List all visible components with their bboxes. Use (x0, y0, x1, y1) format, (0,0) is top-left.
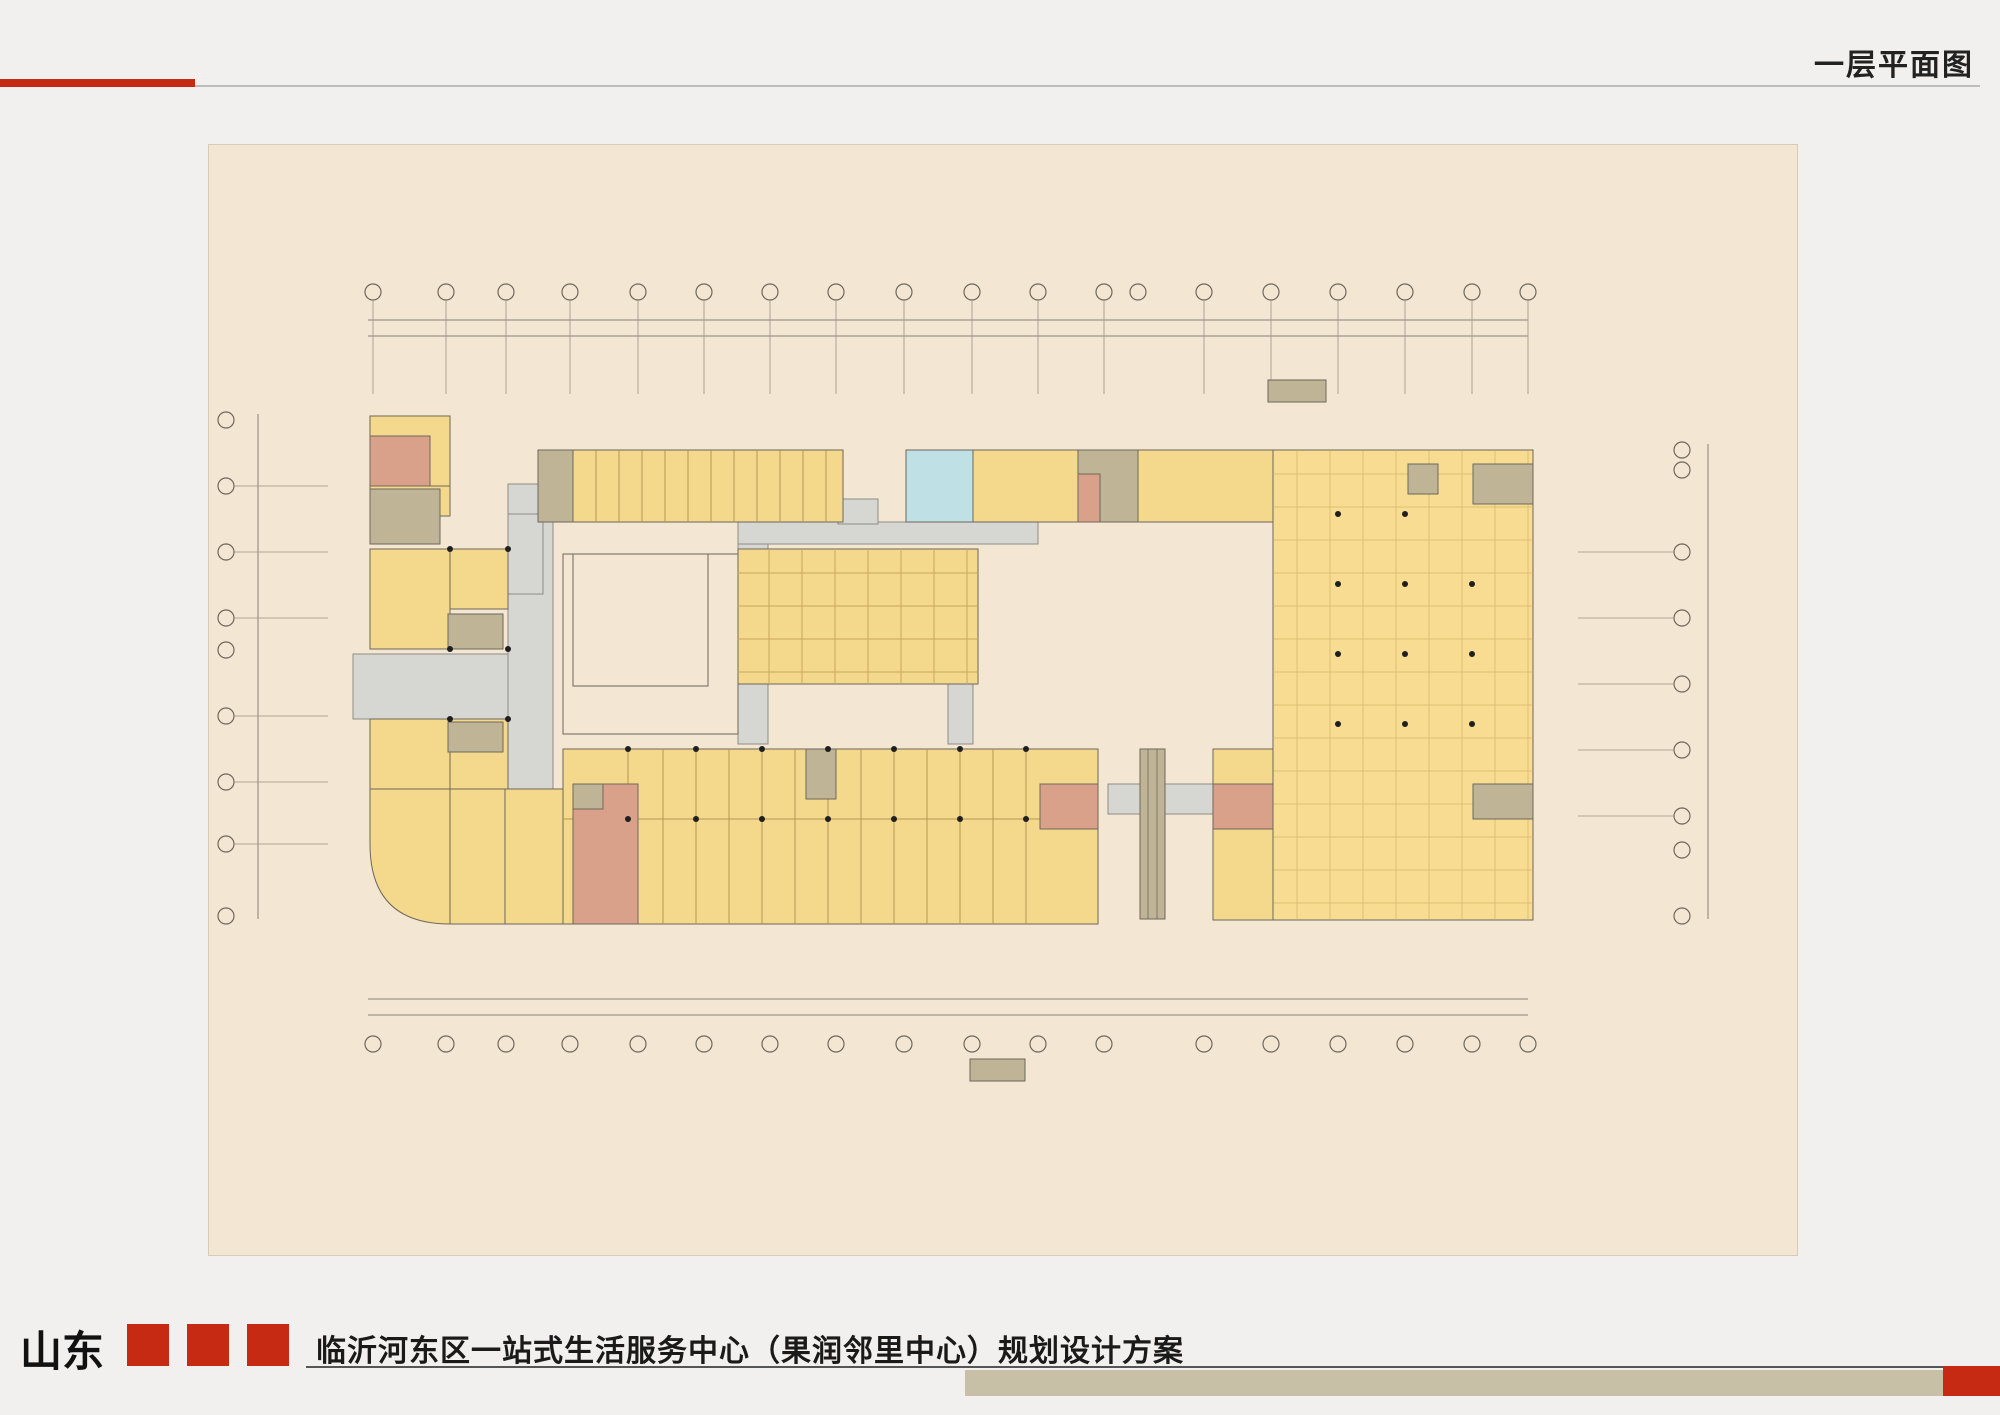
stair-core-3 (537, 449, 574, 523)
toilet-core-5 (1212, 783, 1274, 830)
axis-bubbles-left (217, 411, 235, 925)
stair-core-9 (1407, 463, 1439, 495)
stair-block-top (1267, 379, 1327, 403)
toilet-core-4 (1039, 783, 1099, 830)
page-title: 一层平面图 (1814, 48, 1974, 83)
supermarket-block (1212, 449, 1534, 921)
footer-bar-accent (1943, 1366, 2000, 1396)
stair-block-bottom (969, 1058, 1026, 1082)
stair-core-6 (805, 748, 837, 800)
footer-square-3 (247, 1324, 289, 1366)
service-core-1 (369, 488, 441, 545)
courtyard-inner-square (572, 553, 709, 687)
footer-region: 山东 (20, 1327, 105, 1376)
header-divider (0, 85, 1980, 87)
entrance-lobby (905, 449, 974, 523)
escalator (1139, 748, 1166, 920)
toilet-core-2 (1077, 473, 1101, 523)
corridors (352, 483, 1214, 815)
footer-square-1 (127, 1324, 169, 1366)
stair-core-1 (447, 613, 504, 650)
floor-plan (217, 283, 1709, 1082)
axis-bubbles-bottom (364, 1035, 1537, 1053)
footer-project-title: 临沂河东区一站式生活服务中心（果润邻里中心）规划设计方案 (316, 1334, 1184, 1369)
courtyard-left (562, 553, 739, 735)
axis-bubbles-right (1673, 441, 1691, 925)
footer-underline (306, 1366, 1966, 1368)
axis-bubbles-top (364, 283, 1537, 301)
stair-core-2 (447, 721, 504, 753)
toilet-core-1 (369, 435, 431, 487)
axis-lines (234, 300, 1674, 845)
footer-square-2 (187, 1324, 229, 1366)
dimension-lines-top (257, 319, 1709, 1016)
stair-core-5 (572, 783, 604, 810)
header-accent-bar (0, 79, 195, 87)
footer-bar (965, 1370, 1945, 1396)
stair-core-7 (1472, 463, 1534, 505)
stair-core-8 (1472, 783, 1534, 820)
shops-center-block (737, 548, 979, 685)
structural-columns (447, 511, 1475, 822)
